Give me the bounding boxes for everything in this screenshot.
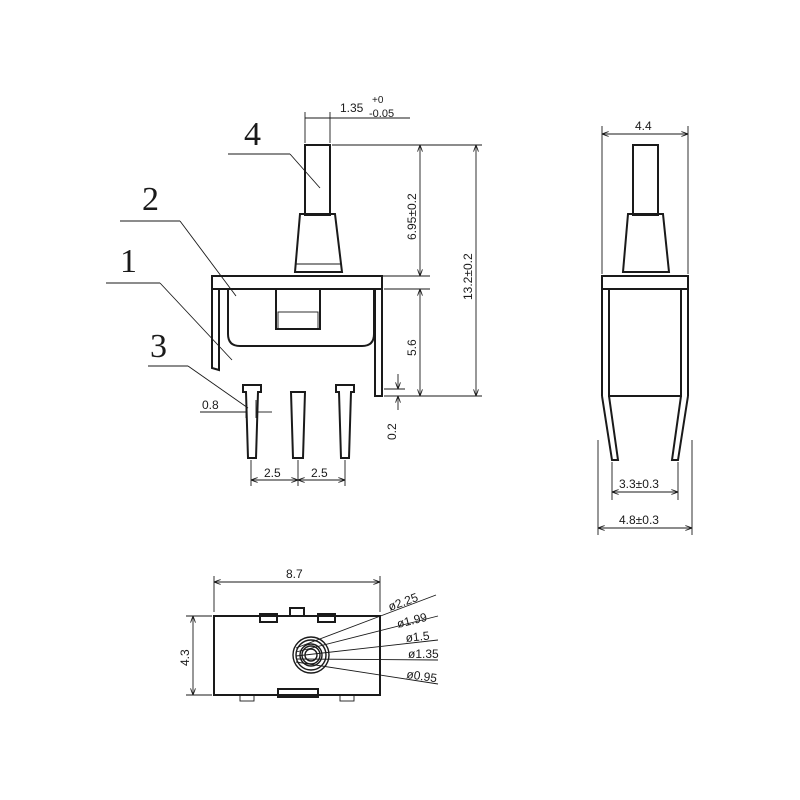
top-dim-length: 8.7 [286, 567, 303, 581]
side-housing-body [608, 288, 682, 397]
housing-body [227, 289, 375, 347]
side-housing-top [601, 275, 689, 290]
dim-pitch-left: 2.5 [264, 466, 281, 480]
svg-text:2: 2 [142, 181, 159, 218]
dia-label-1: ø2.25 [386, 590, 420, 614]
actuator-shaft [304, 144, 331, 216]
dia-label-5: ø0.95 [406, 667, 439, 685]
callout-4: 4 [228, 116, 321, 189]
housing-top [211, 275, 383, 290]
top-dim-width: 4.3 [178, 649, 192, 666]
terminal-pins [242, 384, 355, 459]
side-view: 4.4 3.3±0.3 4.8±0.3 [597, 119, 693, 535]
side-leg-left [211, 289, 220, 372]
dim-standoff: 0.2 [385, 423, 399, 440]
callout-1: 1 [106, 243, 233, 361]
dim-pitch-right: 2.5 [311, 466, 328, 480]
dia-label-4: ø1.35 [408, 647, 439, 661]
side-dim-leg-inner: 3.3±0.3 [619, 477, 659, 491]
dia-label-3: ø1.5 [405, 629, 431, 645]
dim-shaft-width: 1.35 [340, 101, 364, 115]
actuator-base [293, 213, 344, 273]
dia-label-2: ø1.99 [395, 610, 428, 631]
watermark [441, 242, 530, 305]
dim-shaft-length: 6.95±0.2 [405, 193, 419, 240]
side-leg-left [601, 395, 620, 461]
dim-body-height: 5.6 [405, 339, 419, 356]
svg-text:3: 3 [150, 328, 167, 365]
svg-text:1: 1 [120, 243, 137, 280]
side-dim-width: 4.4 [635, 119, 652, 133]
callout-2: 2 [120, 181, 237, 297]
callout-3: 3 [148, 328, 249, 409]
dim-total-height: 13.2±0.2 [461, 253, 475, 300]
slider-window [275, 288, 321, 330]
side-leg-right [374, 289, 383, 397]
side-leg-right [670, 395, 689, 461]
dim-pin-width: 0.8 [202, 398, 219, 412]
side-dim-leg-outer: 4.8±0.3 [619, 513, 659, 527]
dim-shaft-width-tol-lower: -0.05 [369, 108, 394, 120]
diameter-leaders [295, 594, 439, 685]
side-actuator-base [621, 213, 671, 273]
side-actuator-shaft [632, 144, 659, 216]
svg-text:4: 4 [244, 116, 261, 153]
dim-shaft-width-tol-upper: +0 [372, 95, 384, 106]
top-view: 8.7 4.3 ø2.25 ø1.99 ø1.5 ø1.35 ø0.95 [178, 567, 439, 702]
front-view: 1.35 +0 -0.05 6.95±0.2 13.2±0.2 5.6 0.2 … [106, 95, 482, 486]
